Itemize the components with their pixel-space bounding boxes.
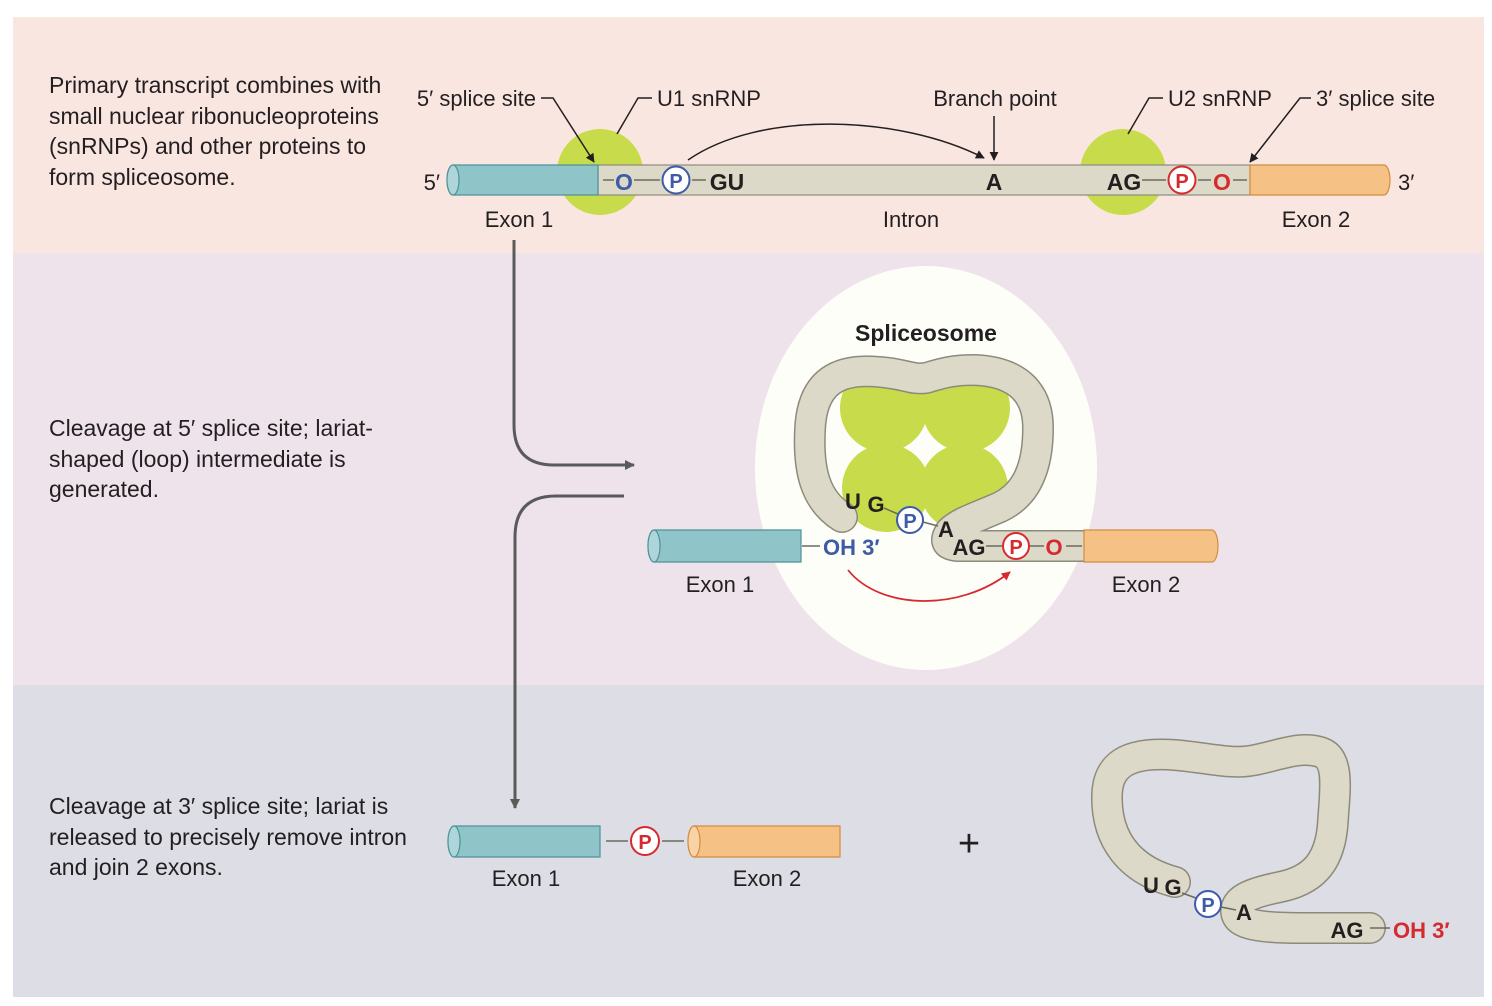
u2-snrnp-label: U2 snRNP [1168, 86, 1272, 111]
a-label-step3: A [1236, 900, 1252, 925]
exon1-cylinder-step2 [647, 529, 802, 563]
released-lariat-tube [1092, 735, 1385, 943]
exon2-label: Exon 2 [1282, 207, 1351, 232]
branch-a-label: A [986, 169, 1003, 195]
exon1-cylinder-step3 [447, 825, 601, 858]
exon2-label-step2: Exon 2 [1112, 572, 1181, 597]
flow-arrow-step2-to-step3 [510, 494, 624, 809]
five-prime-end-label: 5′ [424, 170, 440, 195]
step1-description: Primary transcript combines with small n… [49, 72, 382, 190]
intron-label: Intron [883, 207, 939, 232]
exon1-cylinder [446, 164, 599, 196]
oxygen-label-step2: O [1045, 535, 1062, 560]
u-label-step3: U [1143, 873, 1159, 898]
flow-arrow-step1-to-step2 [512, 240, 635, 470]
a-label-step2: A [938, 517, 954, 542]
u-label-step2: U [845, 489, 861, 514]
step2-spliceosome: Spliceosome OH 3′ U G P A AG P O Exon [647, 266, 1219, 670]
phosphate-label-step3: P [638, 832, 651, 854]
step1-panel [13, 17, 1484, 253]
phosphate-blue-label-step2: P [903, 511, 916, 533]
lariat-intron-tube [795, 355, 1100, 561]
phosphate-right-label: P [1175, 171, 1188, 193]
step2-panel [13, 253, 1484, 685]
oh3-label-step2: OH 3′ [823, 535, 880, 560]
step2-description: Cleavage at 5′ splice site; lariat-shape… [49, 415, 373, 502]
phosphate-red-icon-step3: P [630, 826, 660, 856]
spliceosome-label: Spliceosome [855, 320, 997, 346]
phosphate-blue-icon-step3: P [1194, 890, 1222, 918]
ag-label-step3: AG [1331, 918, 1364, 943]
three-prime-end-label: 3′ [1398, 170, 1414, 195]
step3-description: Cleavage at 3′ splice site; lariat is re… [49, 793, 407, 880]
exon2-cylinder-step3 [687, 825, 841, 858]
phosphate-red-label-step2: P [1009, 537, 1022, 559]
phosphate-red-icon-step2: P [1002, 532, 1030, 560]
step1-transcript: O P GU A AG P O 5′ 3′ Exon 1 Intron Exon… [417, 86, 1435, 232]
step3-products: P Exon 1 Exon 2 + U G P A AG OH 3′ [447, 734, 1450, 944]
three-splice-site-label: 3′ splice site [1316, 86, 1435, 111]
oh3-label-step3: OH 3′ [1393, 918, 1450, 943]
phosphate-blue-label-step3: P [1201, 895, 1214, 917]
oxygen-left-label: O [615, 169, 633, 195]
g-label-step2: G [867, 492, 884, 517]
phosphate-blue-icon-step2: P [896, 506, 924, 534]
ligation-arrow [847, 569, 1011, 602]
exon2-cylinder-step2 [1083, 529, 1219, 563]
phosphate-blue-icon: P [661, 165, 691, 195]
phosphate-red-icon: P [1167, 165, 1197, 195]
u1-snrnp-label: U1 snRNP [657, 86, 761, 111]
exon2-label-step3: Exon 2 [733, 866, 802, 891]
exon1-label-step3: Exon 1 [492, 866, 561, 891]
exon1-label: Exon 1 [485, 207, 554, 232]
ag-label-step2: AG [953, 535, 986, 560]
branch-attack-arrow [687, 123, 985, 161]
five-splice-site-label: 5′ splice site [417, 86, 536, 111]
ag-label: AG [1107, 169, 1142, 195]
oxygen-right-label: O [1213, 169, 1231, 195]
g-label-step3: G [1164, 875, 1181, 900]
exon2-cylinder [1249, 164, 1391, 196]
phosphate-left-label: P [669, 171, 682, 193]
plus-sign: + [958, 823, 980, 865]
gu-label: GU [710, 169, 745, 195]
exon1-label-step2: Exon 1 [686, 572, 755, 597]
branch-point-label: Branch point [933, 86, 1057, 111]
